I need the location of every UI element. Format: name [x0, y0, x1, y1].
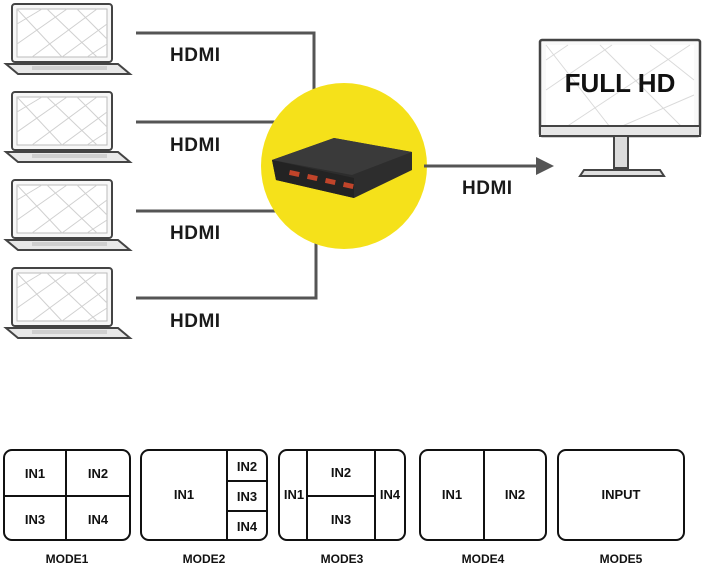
mode2-label: MODE2 [182, 552, 226, 566]
mode1-label: MODE1 [45, 552, 89, 566]
input-4-hdmi-label: HDMI [170, 311, 221, 332]
output-arrow-icon [536, 157, 554, 175]
mode-layouts [3, 449, 685, 541]
input-3-hdmi-label: HDMI [170, 223, 221, 244]
mode3-cell-2: IN2 [330, 465, 352, 480]
mode3-label: MODE3 [320, 552, 364, 566]
output-hdmi-label: HDMI [462, 178, 513, 199]
mode2-cell-1: IN1 [173, 487, 195, 502]
monitor-text: FULL HD [564, 68, 676, 98]
multiviewer-device-icon [272, 138, 412, 198]
mode3-cell-1: IN1 [283, 487, 305, 502]
mode3-cell-3: IN3 [330, 512, 352, 527]
laptop-4-icon [5, 267, 131, 339]
laptop-3-icon [5, 179, 131, 251]
mode4-cell-1: IN1 [441, 487, 463, 502]
mode1-cell-1: IN1 [24, 466, 46, 481]
mode2-cell-4: IN4 [236, 519, 258, 534]
laptop-2-icon [5, 91, 131, 163]
mode2-cell-3: IN3 [236, 489, 258, 504]
input-2-hdmi-label: HDMI [170, 135, 221, 156]
mode4-cell-2: IN2 [504, 487, 526, 502]
mode1-cell-2: IN2 [87, 466, 109, 481]
laptop-1-icon [5, 3, 131, 75]
mode2-cell-2: IN2 [236, 459, 258, 474]
mode3-cell-4: IN4 [379, 487, 401, 502]
mode4-label: MODE4 [461, 552, 505, 566]
monitor-icon [538, 38, 702, 177]
mode1-cell-3: IN3 [24, 512, 46, 527]
mode5-cell-1: INPUT [601, 487, 641, 502]
mode1-cell-4: IN4 [87, 512, 109, 527]
mode5-label: MODE5 [599, 552, 643, 566]
input-1-hdmi-label: HDMI [170, 45, 221, 66]
